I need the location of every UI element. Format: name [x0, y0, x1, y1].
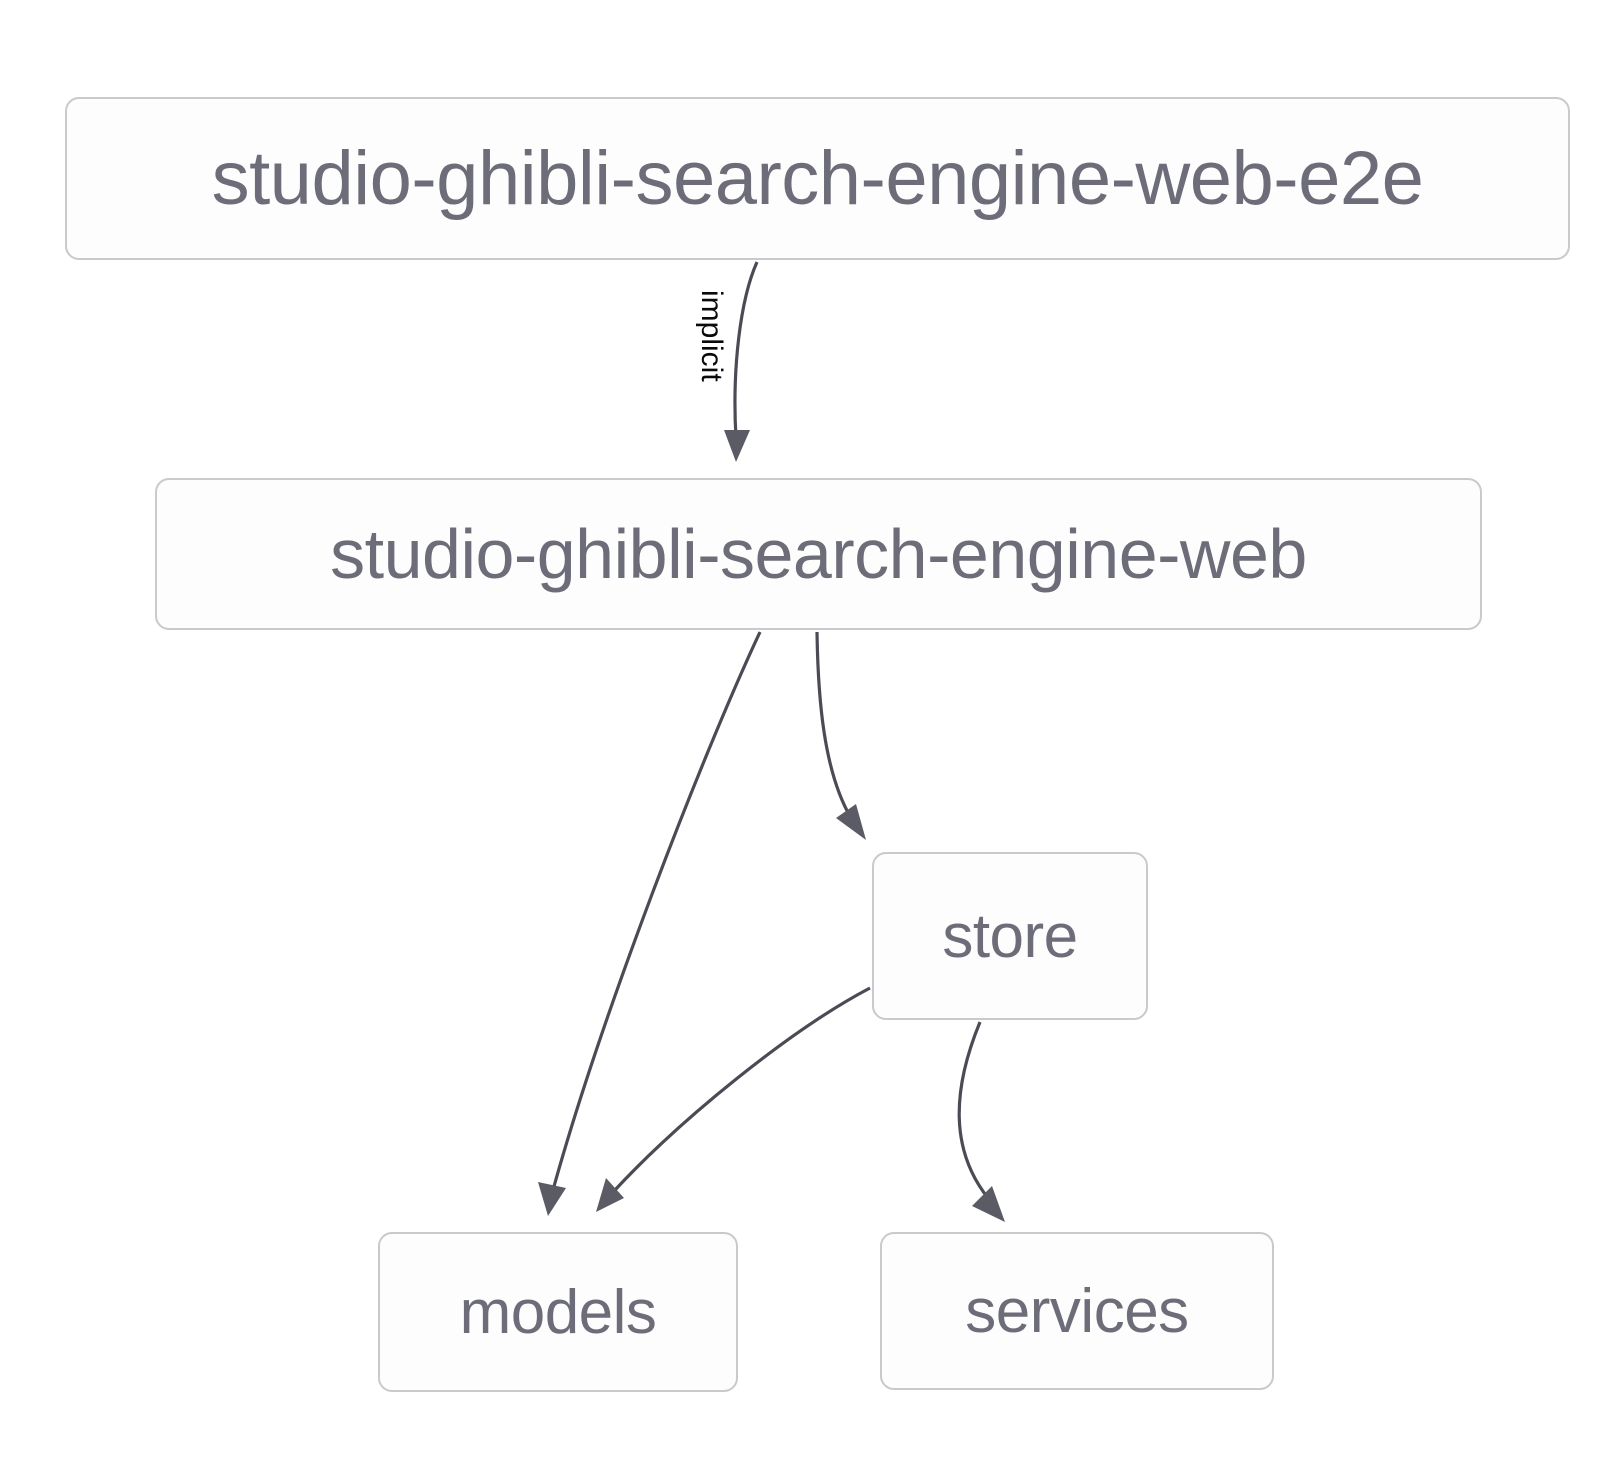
edge-web-to-models-arrowhead [538, 1182, 566, 1216]
node-studio-ghibli-search-engine-web[interactable]: studio-ghibli-search-engine-web [155, 478, 1482, 630]
edge-root-to-web-arrowhead [724, 430, 750, 462]
edge-store-to-services-arrowhead [972, 1186, 1005, 1222]
node-studio-ghibli-search-engine-web-e2e[interactable]: studio-ghibli-search-engine-web-e2e [65, 97, 1570, 260]
node-label: models [459, 1277, 657, 1347]
edge-store-to-models-path [613, 986, 871, 1192]
edge-web-to-store-path [815, 631, 853, 819]
edge-store-to-models[interactable] [596, 986, 871, 1212]
edge-store-to-services[interactable] [957, 1021, 1005, 1222]
node-label: store [942, 901, 1078, 971]
edge-root-to-web[interactable] [724, 261, 759, 462]
node-label: studio-ghibli-search-engine-web [330, 515, 1307, 593]
edge-web-to-store-arrowhead [836, 804, 866, 840]
edge-label-implicit: implicit [695, 290, 728, 382]
edge-store-to-services-path [957, 1021, 990, 1199]
edge-web-to-models[interactable] [538, 631, 762, 1216]
edge-web-to-models-path [551, 631, 762, 1191]
node-label: studio-ghibli-search-engine-web-e2e [211, 136, 1424, 221]
edge-web-to-store[interactable] [815, 631, 866, 840]
node-services[interactable]: services [880, 1232, 1274, 1390]
node-label: services [965, 1276, 1189, 1346]
edge-root-to-web-path [733, 261, 759, 439]
edge-store-to-models-arrowhead [596, 1178, 624, 1212]
node-store[interactable]: store [872, 852, 1148, 1020]
node-models[interactable]: models [378, 1232, 738, 1392]
